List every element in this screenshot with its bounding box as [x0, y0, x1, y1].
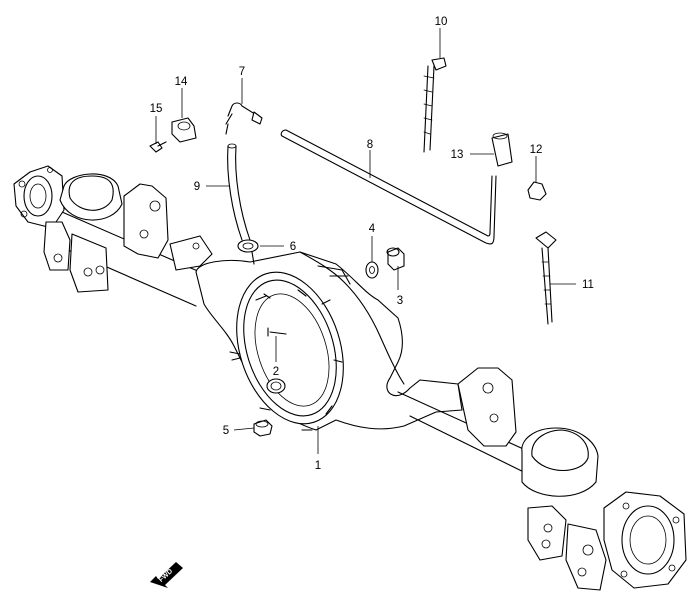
- axle-housing: [13, 165, 687, 591]
- right-link-bracket: [457, 367, 517, 447]
- callout-6: 6: [290, 241, 296, 253]
- left-link-bracket: [43, 183, 213, 293]
- carrier-flange-ring: [236, 271, 344, 425]
- left-brake-flange: [13, 165, 65, 229]
- callout-15: 15: [150, 103, 163, 115]
- callout-10: 10: [435, 16, 448, 28]
- callout-12: 12: [530, 144, 543, 156]
- callout-14: 14: [175, 76, 188, 88]
- callout-3: 3: [397, 295, 403, 307]
- cable-tie-upper: [423, 57, 447, 153]
- drain-plug: [253, 419, 273, 437]
- callout-9: 9: [194, 181, 200, 193]
- callout-7: 7: [239, 66, 245, 78]
- callout-1: 1: [315, 460, 321, 472]
- callout-4: 4: [369, 223, 376, 235]
- cable-tie-lower: [535, 231, 557, 325]
- pipe-cap: [491, 132, 513, 167]
- gasket-washer: [365, 261, 379, 279]
- fwd-arrow-icon: [150, 562, 183, 588]
- hose-clamp: [237, 239, 259, 265]
- right-spring-seat: [521, 427, 599, 497]
- plug: [386, 247, 405, 271]
- callout-leaders: [155, 28, 576, 454]
- rubber-cap: [527, 181, 547, 201]
- breather-pipe: [280, 129, 497, 245]
- mounting-bolt: [149, 141, 167, 153]
- drain-boss: [266, 378, 286, 394]
- breather-fitting: [225, 102, 263, 135]
- differential-carrier: [195, 251, 463, 431]
- fwd-arrow-badge: FWD: [150, 562, 183, 588]
- callout-13: 13: [451, 149, 464, 161]
- stud-bolt: [267, 327, 287, 337]
- callout-11: 11: [582, 279, 594, 291]
- left-spring-seat: [59, 173, 123, 221]
- breather-hose: [227, 143, 251, 241]
- right-brake-flange: [603, 491, 687, 589]
- clip-bracket: [171, 117, 197, 143]
- carrier-studs: [229, 289, 343, 431]
- callout-2: 2: [273, 366, 279, 378]
- callout-numbers: 1 2 3 4 5 6 7 8 9 10 11 12 13 14 15: [150, 16, 594, 472]
- right-lower-brackets: [527, 505, 607, 591]
- callout-5: 5: [223, 425, 229, 437]
- callout-8: 8: [367, 139, 373, 151]
